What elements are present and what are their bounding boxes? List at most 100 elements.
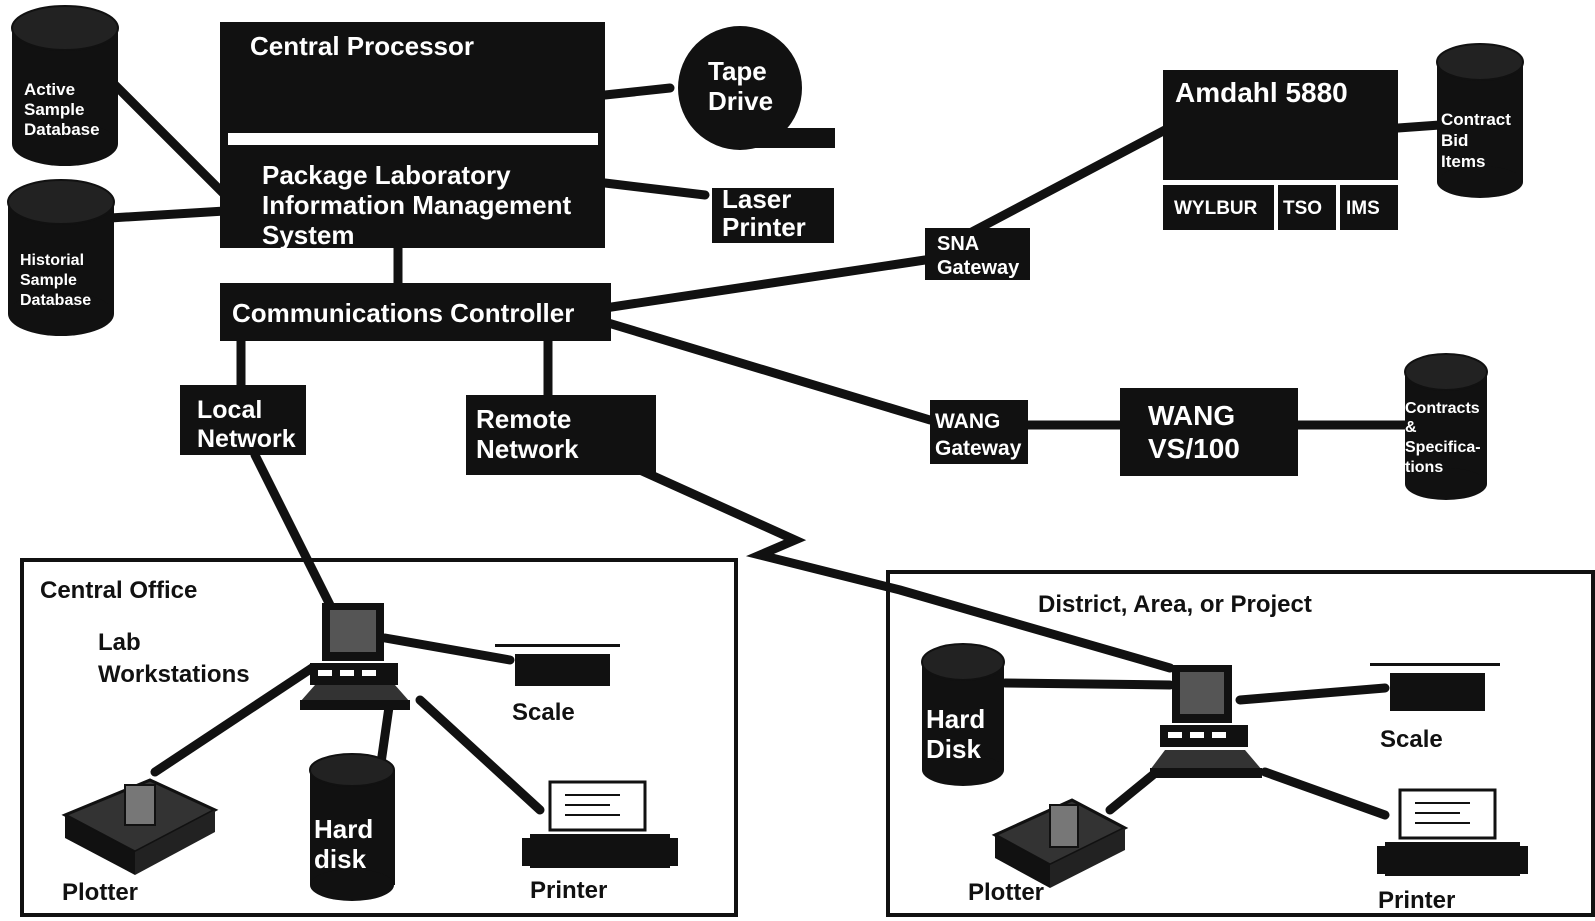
amdahl-sub-tso: TSO bbox=[1283, 198, 1322, 219]
line-d-harddisk-to-ws bbox=[1000, 678, 1175, 690]
hard-disk-line1: Hard bbox=[314, 814, 373, 844]
scale-device: Scale bbox=[495, 644, 620, 726]
remote-network-line1: Remote bbox=[476, 404, 571, 434]
district-printer-device: Printer bbox=[1377, 788, 1528, 914]
active-db-line2: Sample bbox=[24, 100, 84, 119]
line-d-ws-to-printer bbox=[1260, 767, 1390, 820]
wang-gateway: WANG Gateway bbox=[930, 400, 1028, 464]
district-workstation bbox=[1150, 665, 1262, 778]
scale-label: Scale bbox=[512, 699, 575, 726]
active-db-line1: Active bbox=[24, 80, 75, 99]
amdahl-sub-wylbur: WYLBUR bbox=[1174, 198, 1258, 219]
line-sna-to-amdahl bbox=[965, 125, 1170, 238]
historical-db-line1: Historial bbox=[20, 252, 84, 269]
local-network-line1: Local bbox=[197, 396, 262, 424]
plotter-label: Plotter bbox=[62, 879, 138, 906]
contract-bid-line1: Contract bbox=[1441, 110, 1511, 129]
sna-gateway-line2: Gateway bbox=[937, 257, 1020, 279]
wang-gateway-line2: Gateway bbox=[935, 437, 1022, 460]
amdahl-sub-ims: IMS bbox=[1346, 198, 1380, 219]
line-remote-to-district bbox=[635, 465, 1175, 673]
lab-workstation bbox=[300, 603, 410, 710]
comm-controller-label: Communications Controller bbox=[232, 298, 574, 328]
plotter-device: Plotter bbox=[61, 778, 219, 906]
amdahl-5880: Amdahl 5880 WYLBUR TSO IMS bbox=[1163, 70, 1398, 230]
wang-vs-line2: VS/100 bbox=[1148, 433, 1240, 464]
contract-bid-line2: Bid bbox=[1441, 131, 1468, 150]
line-amdahl-to-contract bbox=[1393, 120, 1445, 133]
contracts-spec-line1: Contracts bbox=[1405, 400, 1480, 417]
contract-bid-line3: Items bbox=[1441, 152, 1485, 171]
workstations-line1: Lab bbox=[98, 629, 141, 656]
historical-db-line3: Database bbox=[20, 292, 91, 309]
plims-line3: System bbox=[262, 220, 355, 250]
tape-drive-line2: Drive bbox=[708, 86, 773, 116]
line-historical-db-to-cpu bbox=[105, 206, 230, 223]
line-cpu-to-laser bbox=[600, 178, 710, 200]
communications-controller: Communications Controller bbox=[220, 283, 611, 341]
active-db-line3: Database bbox=[24, 120, 100, 139]
amdahl-title: Amdahl 5880 bbox=[1175, 77, 1348, 108]
contracts-specifications-database: Contracts&Specifica-tions bbox=[1404, 353, 1488, 500]
district-scale-label: Scale bbox=[1380, 726, 1443, 753]
line-ws-to-scale bbox=[380, 633, 515, 665]
line-d-ws-to-scale bbox=[1235, 683, 1390, 705]
local-network-line2: Network bbox=[197, 425, 296, 453]
plims-line1: Package Laboratory bbox=[262, 160, 511, 190]
central-processor-title: Central Processor bbox=[250, 31, 474, 61]
wang-gateway-line1: WANG bbox=[935, 410, 1000, 433]
contracts-spec-line2: & bbox=[1405, 419, 1417, 436]
plims-line2: Information Management bbox=[262, 190, 571, 220]
contracts-spec-line3: Specifica- bbox=[1405, 439, 1481, 456]
laser-printer-line2: Printer bbox=[722, 212, 806, 242]
district-scale-device: Scale bbox=[1370, 663, 1500, 753]
printer-device: Printer bbox=[522, 780, 678, 904]
printer-label: Printer bbox=[530, 877, 607, 904]
line-comm-to-wang-gw bbox=[600, 317, 935, 425]
line-comm-to-sna bbox=[600, 255, 930, 313]
wang-vs-line1: WANG bbox=[1148, 400, 1235, 431]
historical-db-line2: Sample bbox=[20, 272, 77, 289]
district-plotter-device: Plotter bbox=[968, 798, 1129, 906]
line-active-db-to-cpu bbox=[107, 77, 230, 200]
district-plotter-label: Plotter bbox=[968, 879, 1044, 906]
laser-printer-line1: Laser bbox=[722, 184, 791, 214]
sna-gateway-line1: SNA bbox=[937, 233, 979, 255]
district-printer-label: Printer bbox=[1378, 887, 1455, 914]
d-hard-disk-line1: Hard bbox=[926, 704, 985, 734]
district-title: District, Area, or Project bbox=[1038, 591, 1312, 618]
remote-network-line2: Network bbox=[476, 434, 579, 464]
d-hard-disk-line2: Disk bbox=[926, 734, 981, 764]
line-ws-to-printer bbox=[415, 695, 545, 815]
line-local-to-workstation bbox=[250, 450, 335, 610]
connection-lines bbox=[105, 77, 1445, 820]
central-office-title: Central Office bbox=[40, 577, 197, 604]
line-cpu-to-tape bbox=[600, 83, 675, 100]
